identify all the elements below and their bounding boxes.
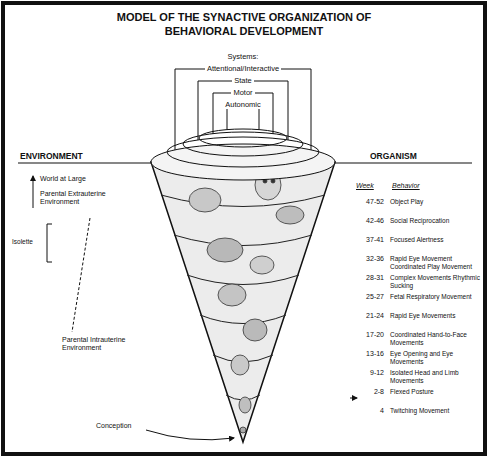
region-heading: ENVIRONMENT	[20, 151, 83, 161]
behavior-text: Social Reciprocation	[390, 217, 480, 225]
system-name: Attentional/Interactive	[205, 64, 281, 73]
environment-label: World at Large	[40, 175, 86, 183]
week-number: 2-8	[346, 388, 384, 396]
behavior-text: Object Play	[390, 198, 480, 206]
region-heading: ORGANISM	[370, 151, 417, 161]
week-number: 42-46	[346, 217, 384, 225]
week-number: 25-27	[346, 293, 384, 301]
system-brackets	[175, 69, 311, 150]
behavior-text: Eye Opening and Eye Movements	[390, 350, 480, 365]
fetus-figures	[189, 170, 304, 433]
arrow	[350, 398, 357, 399]
column-heading: Behavior	[392, 182, 420, 190]
organism-rule	[334, 162, 472, 163]
system-name: Autonomic	[223, 100, 262, 109]
behavior-text: Twitching Movement	[390, 407, 480, 415]
behavior-text: Fetal Respiratory Movement	[390, 293, 480, 301]
diagram-title: MODEL OF THE SYNACTIVE ORGANIZATION OF B…	[84, 10, 404, 38]
behavior-text: Rapid Eye Movement Coordinated Play Move…	[390, 255, 480, 270]
week-number: 47-52	[346, 198, 384, 206]
environment-rule	[18, 162, 152, 163]
environment-label: Parental Extrauterine Environment	[40, 190, 122, 206]
cone-bands	[161, 195, 325, 400]
environment-label: Isolette	[12, 238, 33, 245]
system-rings	[151, 129, 335, 180]
dashed-link	[72, 218, 90, 332]
behavior-text: Focused Alertness	[390, 236, 480, 244]
week-number: 32-36	[346, 255, 384, 263]
environment-label: Parental Intrauterine Environment	[62, 336, 146, 352]
week-number: 17-20	[346, 331, 384, 339]
environment-label: Conception	[96, 422, 131, 430]
week-number: 9-12	[346, 369, 384, 377]
week-number: 4	[346, 407, 384, 415]
week-number: 13-16	[346, 350, 384, 358]
system-name: Motor	[231, 88, 254, 97]
system-heading: Systems:	[226, 52, 261, 61]
week-number: 37-41	[346, 236, 384, 244]
behavior-text: Coordinated Hand-to-Face Movements	[390, 331, 480, 346]
week-number: 28-31	[346, 274, 384, 282]
behavior-text: Complex Movements Rhythmic Sucking	[390, 274, 480, 289]
column-heading: Week	[356, 182, 374, 190]
behavior-text: Rapid Eye Movements	[390, 312, 480, 320]
conception-arrow	[146, 430, 234, 440]
behavior-text: Isolated Head and Limb Movements	[390, 369, 480, 384]
developmental-cone	[151, 162, 335, 442]
arrow	[33, 176, 34, 208]
frame	[3, 3, 485, 454]
week-number: 21-24	[346, 312, 384, 320]
system-name: State	[232, 76, 254, 85]
isolette-bracket	[47, 224, 52, 262]
behavior-text: Flexed Posture	[390, 388, 480, 396]
